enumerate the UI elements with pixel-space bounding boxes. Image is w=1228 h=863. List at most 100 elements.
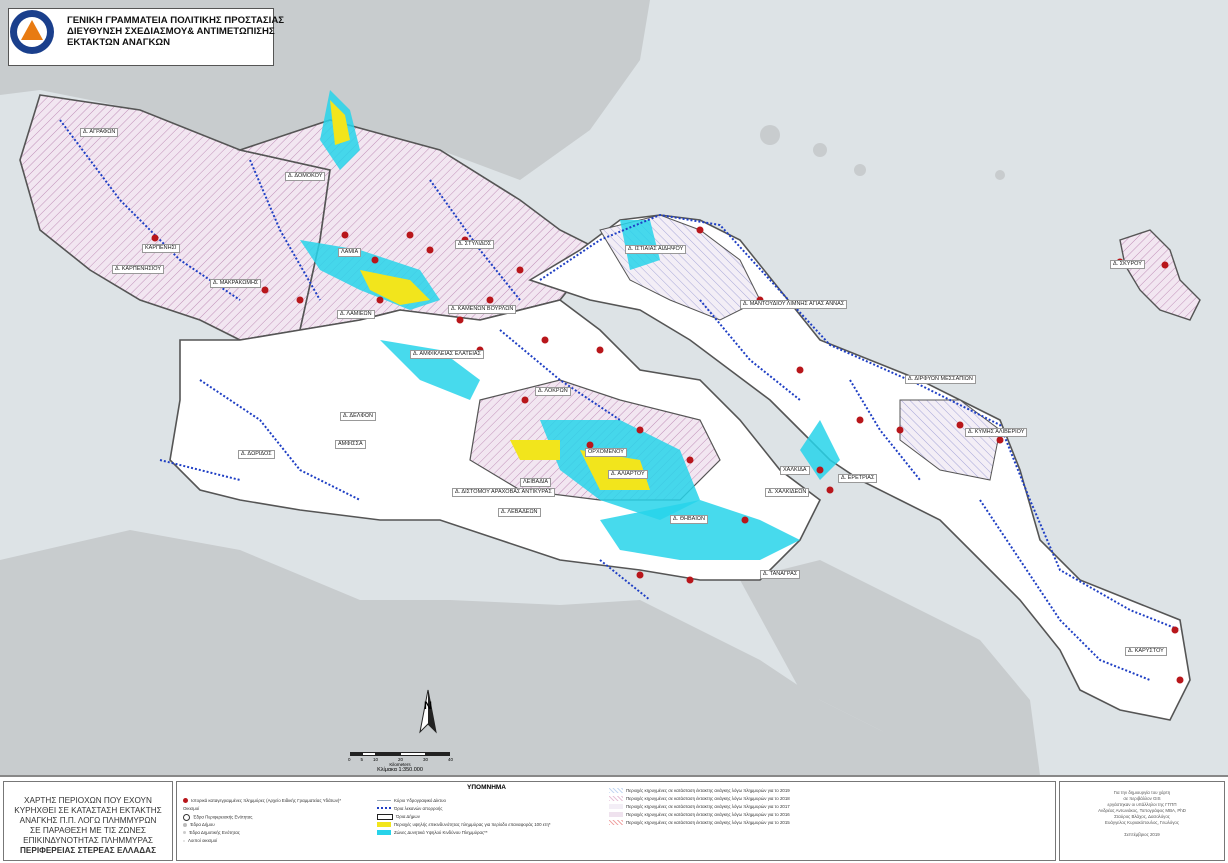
- org-name-line3: ΕΚΤΑΚΤΩΝ ΑΝΑΓΚΩΝ: [67, 37, 171, 48]
- legend-label: Έδρα Δημοτικής Ενότητας: [189, 830, 240, 835]
- legend-item: Οικισμοί: [183, 806, 199, 812]
- neighbor-region-land: [0, 530, 980, 775]
- region-euboea: [528, 214, 1191, 721]
- legend-swatch: [377, 814, 393, 820]
- municipality-label: Δ. ΔΩΡΙΔΟΣ: [238, 450, 275, 459]
- map-title-line: ΚΥΡΗΧΘΕΙ ΣΕ ΚΑΤΑΣΤΑΣΗ ΕΚΤΑΚΤΗΣ: [14, 806, 162, 815]
- municipality-label: Δ. ΛΑΜΙΕΩΝ: [337, 310, 375, 319]
- legend-label: Περιοχές κηρυγμένες σε κατάσταση έκτακτη…: [626, 788, 790, 793]
- credit-line: σε περιβάλλον GIS: [1123, 796, 1161, 801]
- legend-swatch: [183, 798, 188, 804]
- neighbor-region-land: [740, 560, 1040, 775]
- legend-swatch: [609, 804, 623, 810]
- islet: [813, 143, 827, 157]
- municipality-label: ΟΡΧΟΜΕΝΟΥ: [585, 448, 627, 457]
- municipality-label: Δ. ΚΥΜΗΣ ΑΛΙΒΕΡΙΟΥ: [965, 428, 1028, 437]
- credit-line: Ευάγγελος Κυριακόπουλος, Γεωλόγος: [1105, 820, 1179, 825]
- legend-swatch: [183, 814, 190, 821]
- municipality-label: Δ. ΕΡΕΤΡΙΑΣ: [838, 474, 878, 483]
- legend-label: Περιοχές κηρυγμένες σε κατάσταση έκτακτη…: [626, 804, 790, 809]
- map-canvas[interactable]: ΓΕΝΙΚΗ ΓΡΑΜΜΑΤΕΙΑ ΠΟΛΙΤΙΚΗΣ ΠΡΟΣΤΑΣΙΑΣ Δ…: [0, 0, 1228, 777]
- legend-swatch: [609, 820, 623, 826]
- legend-swatch: [609, 796, 623, 802]
- legend-swatch: [183, 822, 187, 827]
- credit-line: Ανδρέας Αντωνάκος, Τοπογράφος ΜΒΑ, PhD: [1098, 808, 1186, 813]
- municipality-label: Δ. ΔΟΜΟΚΟΥ: [285, 172, 326, 181]
- legend-item: Περιοχές κηρυγμένες σε κατάσταση έκτακτη…: [609, 796, 790, 802]
- municipality-label: Δ. ΑΜΦΙΚΛΕΙΑΣ ΕΛΑΤΕΙΑΣ: [410, 350, 484, 359]
- legend-item: Όρια Δήμων: [377, 814, 420, 820]
- legend-item: Περιοχές κηρυγμένες σε κατάσταση έκτακτη…: [609, 804, 790, 810]
- legend-item: Λοιποί οικισμοί: [183, 838, 217, 844]
- watershed-borders: [59, 119, 1151, 681]
- municipality-label: Δ. ΚΑΡΠΕΝΗΣΙΟΥ: [112, 265, 165, 274]
- legend-item: Όρια λεκανών απορροής: [377, 806, 442, 812]
- region-euboea-declared-2: [899, 399, 1001, 481]
- municipality-label: Δ. ΔΙΣΤΟΜΟΥ ΑΡΑΧΟΒΑΣ ΑΝΤΙΚΥΡΑΣ: [452, 488, 555, 497]
- legend-item: Κύριο Υδρογραφικό Δίκτυο: [377, 798, 446, 804]
- credit-line: εργάστηκαν οι υπάλληλοι της ΓΓΠΠ: [1107, 802, 1177, 807]
- org-name-line2: ΔΙΕΥΘΥΝΣΗ ΣΧΕΔΙΑΣΜΟΥ& ΑΝΤΙΜΕΤΩΠΙΣΗΣ: [67, 26, 275, 37]
- municipality-label: Δ. ΑΛΙΑΡΤΟΥ: [608, 470, 648, 479]
- high-risk-zone: [330, 100, 350, 145]
- scale-tick-label: 0: [348, 757, 351, 762]
- north-arrow: [419, 689, 437, 734]
- legend-label: Περιοχές κηρυγμένες σε κατάσταση έκτακτη…: [626, 812, 790, 817]
- legend-label: Οικισμοί: [183, 806, 200, 811]
- legend-item: Ζώνες Δυνητικά Υψηλού Κινδύνου Πλημμύρας…: [377, 830, 488, 836]
- org-name-line1: ΓΕΝΙΚΗ ΓΡΑΜΜΑΤΕΙΑ ΠΟΛΙΤΙΚΗΣ ΠΡΟΣΤΑΣΙΑΣ: [67, 15, 285, 26]
- legend-swatch: [377, 830, 391, 836]
- scale-tick-label: 40: [448, 757, 454, 762]
- credit-line: Για την δημιουργία του χάρτη: [1113, 790, 1171, 795]
- legend-box: ΥΠΟΜΝΗΜΑ Ιστορικά καταγεγραμμένες πλημμύ…: [176, 781, 1056, 861]
- municipality-label: ΛΕΙΒΑΔΙΑ: [520, 478, 552, 487]
- scale-tick-label: 20: [398, 757, 404, 762]
- municipality-label: Δ. ΛΟΚΡΩΝ: [535, 387, 571, 396]
- legend-swatch: [183, 831, 186, 835]
- legend-label: Έδρα Δήμου: [190, 822, 215, 827]
- scale-ratio: Κλίμακα 1:350.000: [377, 767, 423, 773]
- flood-zone: [800, 420, 840, 480]
- legend-label: Περιοχές κηρυγμένες σε κατάσταση έκτακτη…: [626, 796, 790, 801]
- legend-item: Έδρα Δήμου: [183, 822, 215, 828]
- map-title-line: ΕΠΙΚΙΝΔΥΝΟΤΗΤΑΣ ΠΛΗΜΜΥΡΑΣ: [23, 836, 153, 845]
- municipality-label: Δ. ΚΑΜΕΝΩΝ ΒΟΥΡΛΩΝ: [448, 305, 517, 314]
- legend-swatch: [609, 812, 623, 818]
- scale-bar: 0 5 10 20 30 40 Kilometers Κλίμακα 1:350.000: [348, 752, 454, 773]
- municipality-label: ΛΑΜΙΑ: [338, 248, 362, 257]
- map-title-line: ΧΑΡΤΗΣ ΠΕΡΙΟΧΩΝ ΠΟΥ ΕΧΟΥΝ: [24, 796, 152, 805]
- map-title-main: ΠΕΡΙΦΕΡΕΙΑΣ ΣΤΕΡΕΑΣ ΕΛΛΑΔΑΣ: [20, 846, 156, 855]
- legend-label: Κύριο Υδρογραφικό Δίκτυο: [394, 798, 446, 803]
- flood-zone: [380, 340, 480, 400]
- legend-item: Περιοχές υψηλής επικινδυνότητας πλημμύρα…: [377, 822, 551, 828]
- high-risk-zone: [510, 440, 560, 460]
- map-title-line: ΣΕ ΠΑΡΑΘΕΣΗ ΜΕ ΤΙΣ ΖΩΝΕΣ: [30, 826, 146, 835]
- municipality-label: Δ. ΧΑΛΚΙΔΕΩΝ: [765, 488, 810, 497]
- scale-tick-label: 30: [423, 757, 429, 762]
- scale-tick-label: 5: [360, 757, 364, 762]
- legend-swatch: [609, 788, 623, 794]
- scale-unit: Kilometers: [389, 762, 411, 767]
- municipality-label: Δ. ΚΑΡΥΣΤΟΥ: [1125, 647, 1167, 656]
- municipality-label: Δ. ΣΚΥΡΟΥ: [1110, 260, 1145, 269]
- legend-item: Ιστορικά καταγεγραμμένες πλημμύρες (Αρχε…: [183, 798, 341, 804]
- municipality-label: Δ. ΔΕΛΦΩΝ: [340, 412, 376, 421]
- legend-label: Ιστορικά καταγεγραμμένες πλημμύρες (Αρχε…: [191, 798, 342, 803]
- legend-label: Έδρα Περιφερειακής Ενότητας: [193, 814, 253, 820]
- watershed-coast: [539, 213, 1181, 631]
- municipality-label: Δ. ΘΗΒΑΙΩΝ: [670, 515, 708, 524]
- credit-line: Σταύρος Βλάχος, Δασολόγος: [1114, 814, 1170, 819]
- legend-label: Περιοχές κηρυγμένες σε κατάσταση έκτακτη…: [626, 820, 790, 825]
- legend-label: Περιοχές υψηλής επικινδυνότητας πλημμύρα…: [394, 822, 551, 827]
- legend-item: Έδρα Δημοτικής Ενότητας: [183, 830, 240, 836]
- municipality-label: Δ. ΑΓΡΑΦΩΝ: [80, 128, 119, 137]
- legend-label: Όρια λεκανών απορροής: [394, 806, 443, 811]
- municipality-label: Δ. ΣΤΥΛΙΔΟΣ: [455, 240, 495, 249]
- scale-ticks: 0 5 10 20 30 40: [348, 756, 454, 762]
- scale-tick-label: 10: [373, 757, 379, 762]
- legend-item: Περιοχές κηρυγμένες σε κατάσταση έκτακτη…: [609, 812, 790, 818]
- municipality-label: ΧΑΛΚΙΔΑ: [780, 466, 810, 475]
